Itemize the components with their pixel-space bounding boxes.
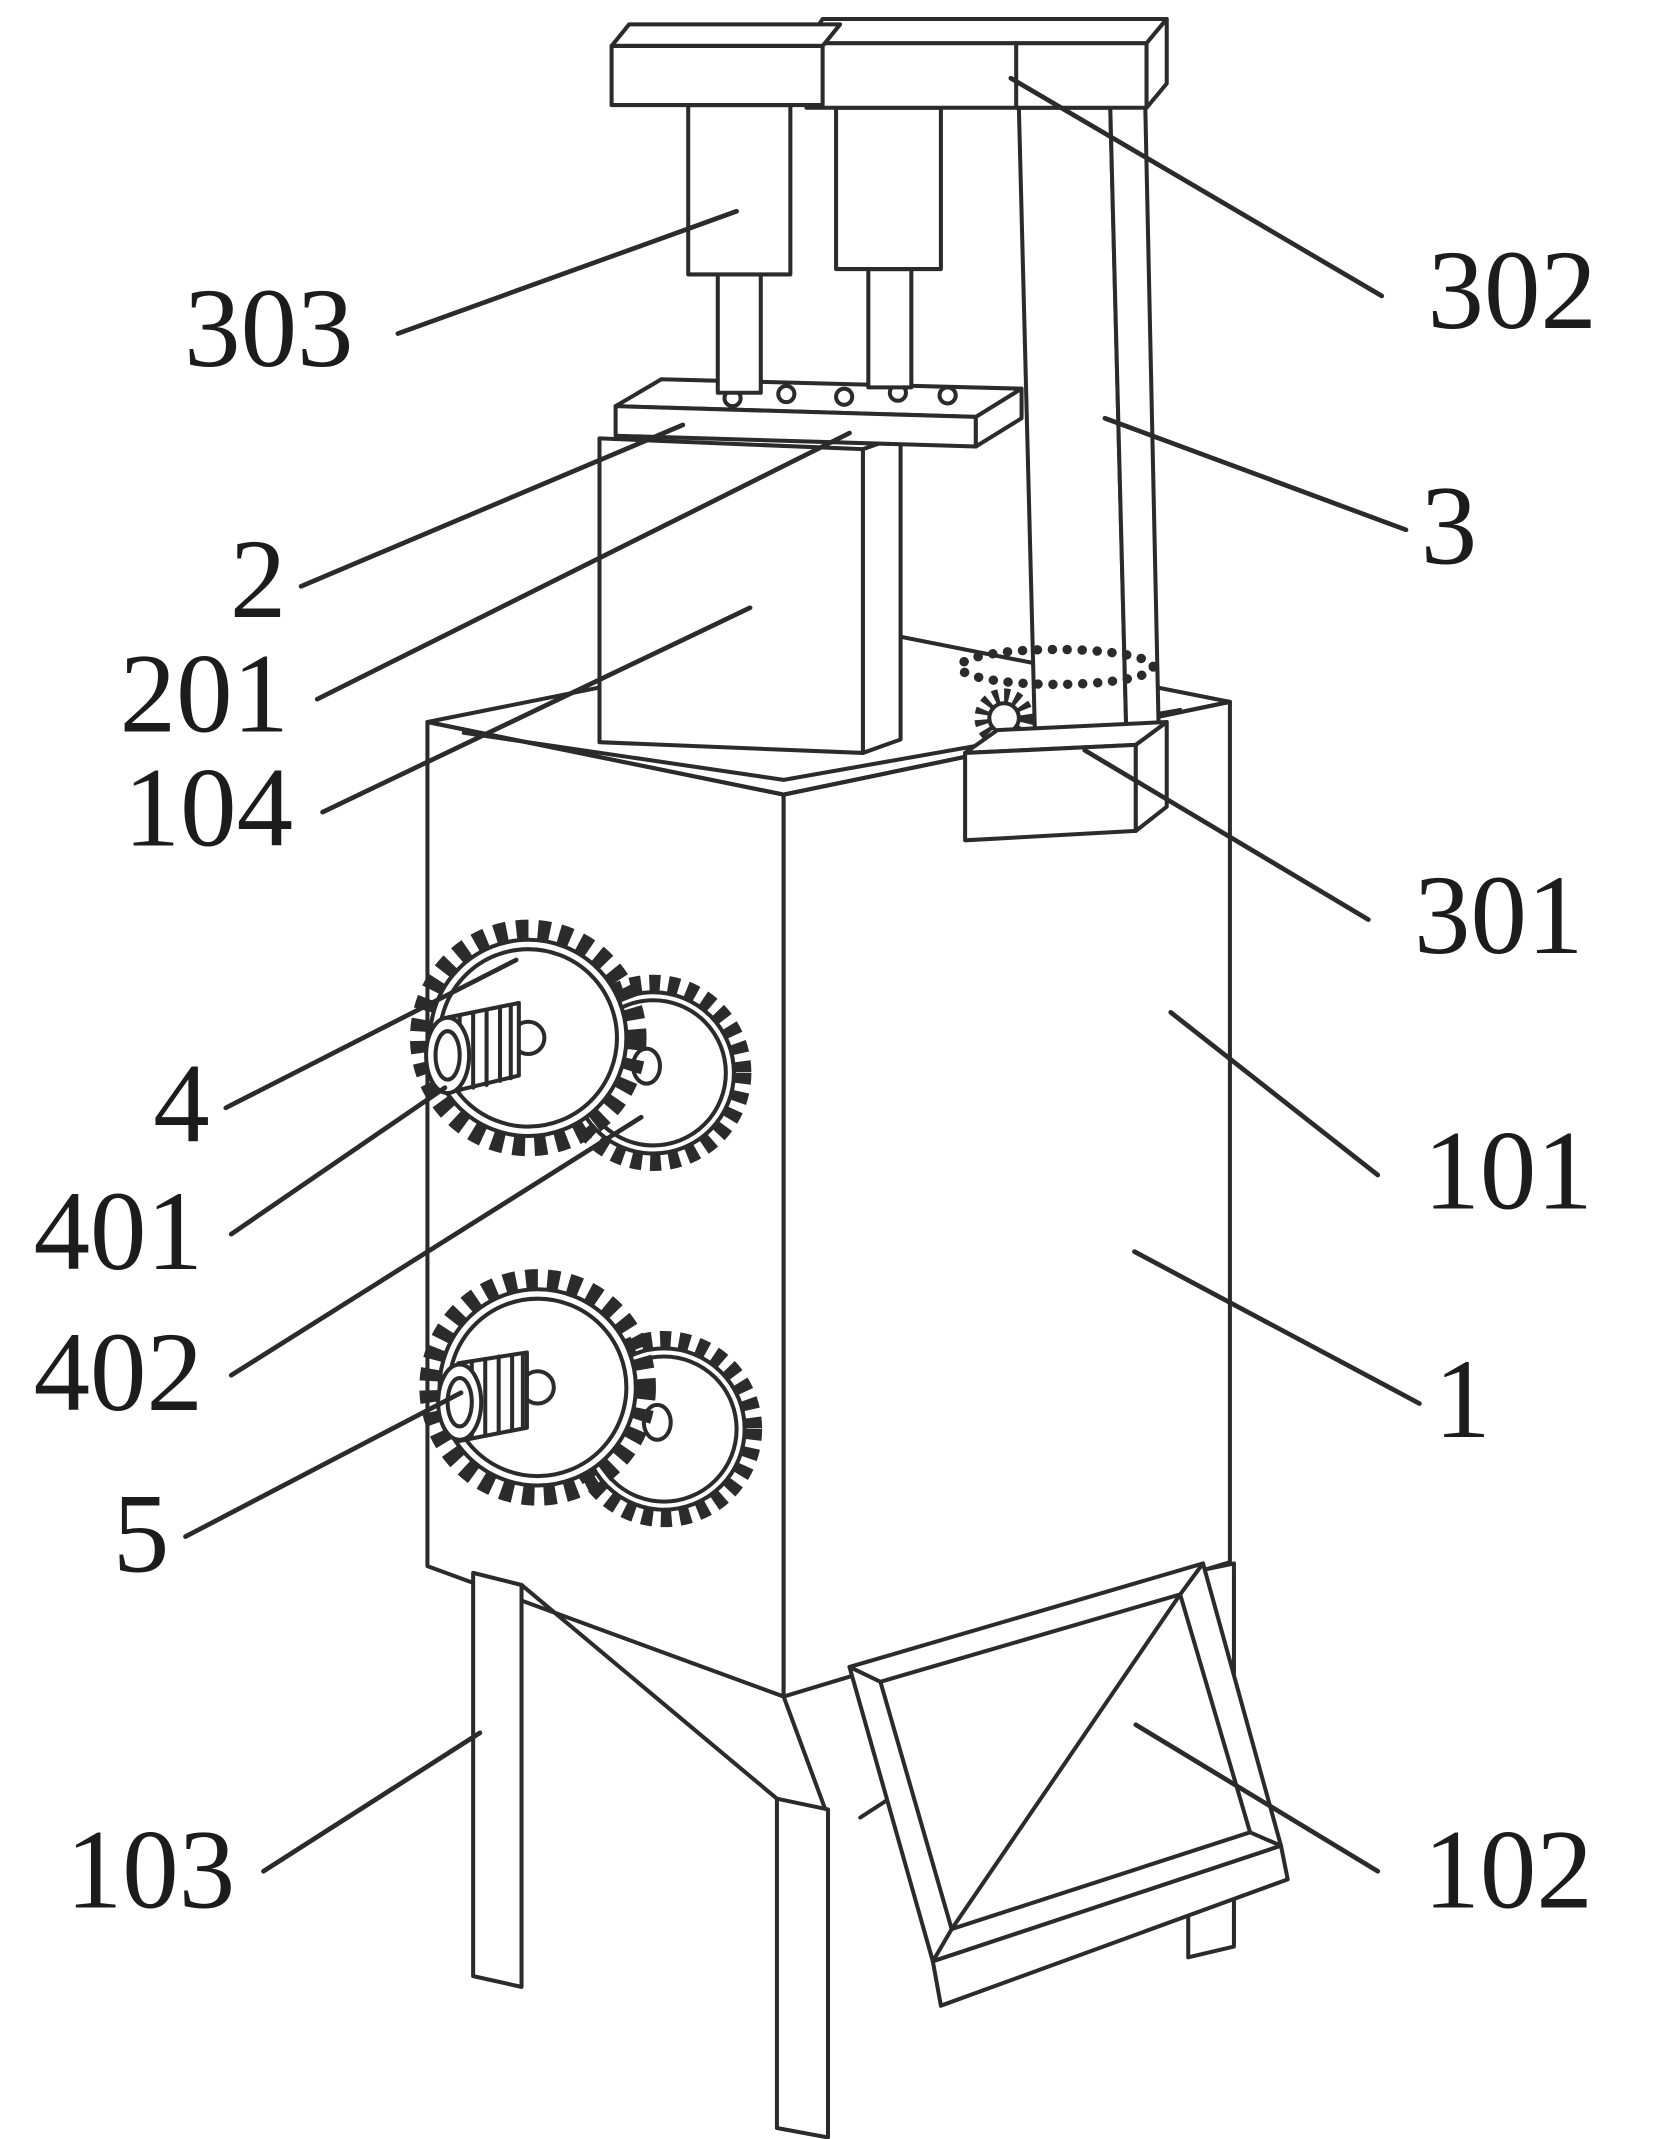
leader-line-4 — [223, 957, 519, 1111]
discharge-chute — [847, 1561, 1290, 2008]
leader-line-104 — [320, 605, 753, 815]
leader-line-302 — [1008, 75, 1385, 299]
leader-line-1 — [1132, 1249, 1422, 1406]
leader-line-5 — [183, 1390, 464, 1539]
leader-line-401 — [228, 1085, 448, 1237]
upper-block — [597, 433, 903, 755]
part-label-302: 302 — [1428, 228, 1597, 353]
part-label-301: 301 — [1414, 853, 1583, 978]
part-label-103: 103 — [66, 1808, 235, 1933]
leader-line-402 — [228, 1114, 644, 1378]
part-label-303: 303 — [184, 266, 353, 391]
part-label-201: 201 — [120, 631, 289, 756]
leader-line-101 — [1168, 1010, 1381, 1178]
lower-gear-pair — [419, 1269, 763, 1528]
part-label-2: 2 — [230, 517, 286, 642]
top-mounting-plate — [609, 17, 1169, 110]
leader-line-3 — [1102, 415, 1409, 533]
screw-drive-assembly — [955, 644, 1169, 843]
press-plate — [613, 377, 1024, 449]
part-label-1: 1 — [1434, 1337, 1490, 1462]
leader-lines — [183, 75, 1422, 1874]
upper-gear-shaft-knob — [424, 1000, 521, 1096]
part-label-104: 104 — [124, 746, 293, 871]
part-label-101: 101 — [1423, 1109, 1592, 1234]
upper-gear-pair — [409, 919, 752, 1171]
leader-line-301 — [1082, 747, 1371, 922]
leader-line-102 — [1133, 1722, 1381, 1874]
part-label-3: 3 — [1421, 463, 1477, 588]
part-labels: 303 302 2 201 104 3 301 4 401 402 101 1 … — [34, 228, 1597, 1932]
part-label-102: 102 — [1423, 1808, 1592, 1933]
leader-line-201 — [314, 430, 852, 702]
leader-line-303 — [395, 208, 739, 336]
lower-gear-shaft-knob — [436, 1350, 529, 1444]
part-label-4: 4 — [153, 1041, 209, 1166]
leader-line-103 — [261, 1730, 483, 1874]
leader-line-2 — [298, 422, 686, 589]
hydraulic-cylinders — [686, 103, 943, 395]
support-column — [1016, 101, 1161, 739]
part-label-401: 401 — [34, 1169, 203, 1294]
part-label-402: 402 — [34, 1310, 203, 1435]
part-label-5: 5 — [113, 1472, 169, 1597]
